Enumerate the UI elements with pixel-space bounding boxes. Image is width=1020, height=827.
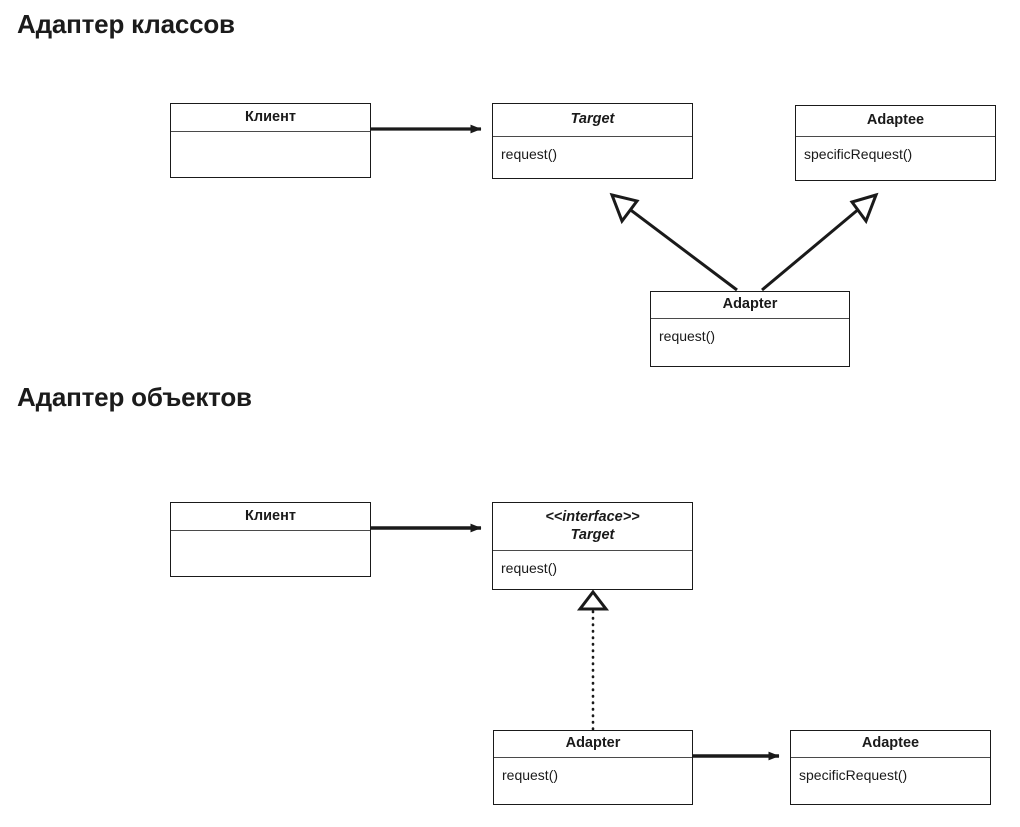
hollow-triangle-arrowhead-icon (849, 192, 879, 225)
section-heading-object-adapter: Адаптер объектов (17, 382, 252, 412)
uml-class-box-target-2[interactable]: <<interface>> Target request() (492, 502, 693, 590)
class-name-client-2: Клиент (171, 503, 370, 531)
class-members-target-1: request() (501, 146, 558, 162)
section-heading-class-adapter: Адаптер классов (17, 9, 235, 39)
class-name-target-1: Target (493, 104, 692, 137)
class-name-adaptee-2: Adaptee (791, 731, 990, 758)
uml-class-box-adapter-1[interactable]: Adapter request() (650, 291, 850, 367)
class-members-adapter-1: request() (659, 328, 716, 344)
class-name-adaptee-1: Adaptee (796, 106, 995, 137)
class-members-adapter-2: request() (502, 767, 559, 783)
class-stereotype-target-2: <<interface>> (545, 509, 640, 526)
class-members-adaptee-1: specificRequest() (804, 146, 913, 162)
uml-class-box-target-1[interactable]: Target request() (492, 103, 693, 179)
class-name-adapter-2: Adapter (494, 731, 692, 758)
class-members-target-2: request() (501, 560, 558, 576)
uml-class-box-adaptee-1[interactable]: Adaptee specificRequest() (795, 105, 996, 181)
class-members-adaptee-2: specificRequest() (799, 767, 908, 783)
connector-adapter-to-adaptee-1 (761, 192, 879, 292)
hollow-triangle-arrowhead-icon (609, 192, 640, 225)
class-name-target-2: Target (570, 526, 615, 543)
hollow-triangle-arrowhead-icon (576, 589, 610, 611)
class-name-adapter-1: Adapter (651, 292, 849, 319)
connector-adapter-realizes-target-2 (576, 589, 610, 731)
uml-class-box-adapter-2[interactable]: Adapter request() (493, 730, 693, 805)
connector-adapter-to-target-1 (609, 192, 738, 292)
uml-class-box-adaptee-2[interactable]: Adaptee specificRequest() (790, 730, 991, 805)
uml-class-box-client-1[interactable]: Клиент (170, 103, 371, 178)
uml-class-box-client-2[interactable]: Клиент (170, 502, 371, 577)
class-name-client-1: Клиент (171, 104, 370, 132)
